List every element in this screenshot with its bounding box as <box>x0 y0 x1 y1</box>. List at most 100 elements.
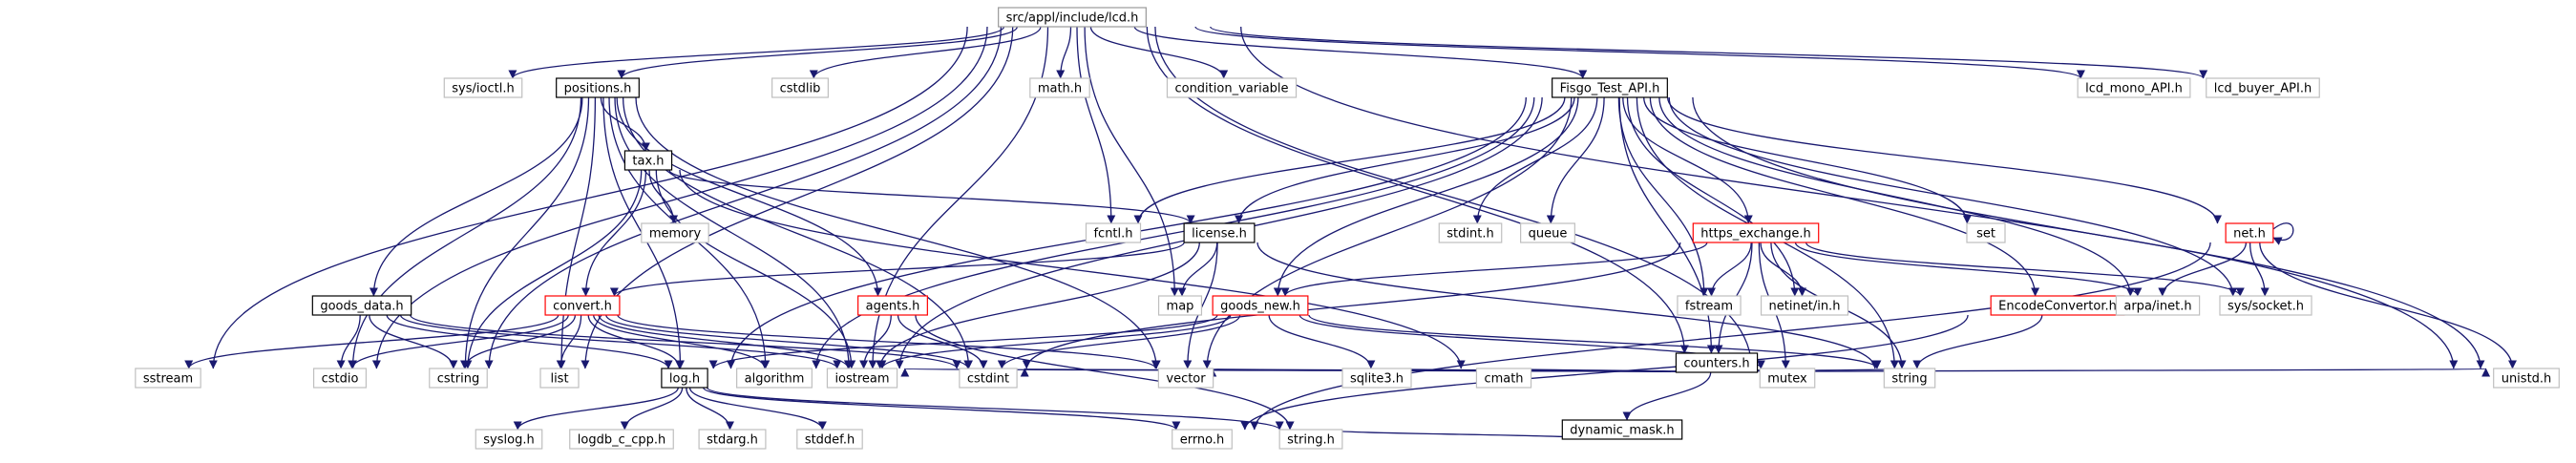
edge-tax-to-license <box>668 169 1195 224</box>
edge-log-to-errno <box>702 387 1181 431</box>
node-arpa: arpa/inet.h <box>2115 295 2201 316</box>
edge-root-to-cstdio <box>371 26 988 369</box>
node-label: algorithm <box>745 372 805 387</box>
node-box <box>1760 295 1849 316</box>
node-box <box>736 368 813 389</box>
node-https[interactable]: https_exchange.h <box>1692 222 1820 243</box>
node-log[interactable]: log.h <box>661 368 708 389</box>
node-label: dynamic_mask.h <box>1570 424 1674 438</box>
node-syslog: syslog.h <box>475 429 543 450</box>
edge-root-to-lcd-mono <box>1194 26 2085 79</box>
node-box <box>1475 368 1532 389</box>
node-label: sstream <box>143 372 193 387</box>
edge-tax-to-iostream <box>655 169 856 369</box>
node-convert[interactable]: convert.h <box>544 295 621 316</box>
node-root[interactable]: src/appl/include/lcd.h <box>998 7 1147 28</box>
node-label: Fisgo_Test_API.h <box>1560 82 1660 96</box>
node-lcd-mono: lcd_mono_API.h <box>2077 77 2191 98</box>
node-label: cstdint <box>967 372 1009 387</box>
node-counters[interactable]: counters.h <box>1675 352 1759 373</box>
node-label: condition_variable <box>1174 82 1288 96</box>
node-box <box>998 7 1147 28</box>
node-logdb: logdb_c_cpp.h <box>569 429 674 450</box>
node-encode[interactable]: EncodeConvertor.h <box>1990 295 2125 316</box>
node-box <box>1341 368 1412 389</box>
node-box <box>556 77 640 98</box>
edge-fisgo-to-https <box>1622 96 1753 224</box>
node-label: math.h <box>1038 82 1082 96</box>
node-string: string <box>1883 368 1936 389</box>
node-license[interactable]: license.h <box>1183 222 1256 243</box>
edge-root-to-positions <box>617 26 1018 79</box>
node-label: positions.h <box>564 82 632 96</box>
node-mutex: mutex <box>1759 368 1816 389</box>
node-cmath: cmath <box>1475 368 1532 389</box>
edge-goods-data-to-iostream <box>399 314 842 369</box>
edge-convert-to-cstdio <box>348 314 569 369</box>
node-agents[interactable]: agents.h <box>857 295 928 316</box>
node-goods-new[interactable]: goods_new.h <box>1212 295 1309 316</box>
edge-root-to-lcd-buyer <box>1210 26 2207 79</box>
edge-fisgo-to-queue <box>1546 96 1605 224</box>
edge-net-to-net <box>2272 222 2294 245</box>
edge-root-to-sys-ioctl <box>508 26 1005 79</box>
node-label: syslog.h <box>483 433 534 448</box>
node-label: EncodeConvertor.h <box>1998 300 2117 314</box>
node-dynamic-mask[interactable]: dynamic_mask.h <box>1561 419 1683 440</box>
node-box <box>2493 368 2560 389</box>
node-tax[interactable]: tax.h <box>623 150 673 171</box>
node-box <box>959 368 1018 389</box>
node-stdarg: stdarg.h <box>698 429 767 450</box>
node-fisgo[interactable]: Fisgo_Test_API.h <box>1552 77 1668 98</box>
node-box <box>1561 419 1683 440</box>
node-label: stdarg.h <box>707 433 758 448</box>
edge-tax-to-cmath <box>679 169 1466 369</box>
edge-convert-to-iostream <box>598 314 853 369</box>
edge-agents-to-iostream <box>859 314 892 369</box>
node-fstream: fstream <box>1677 295 1742 316</box>
edge-positions-to-iostream <box>614 96 854 369</box>
edge-fisgo-to-unistd <box>1692 96 2485 369</box>
edge-fisgo-to-fstream <box>1617 96 1709 297</box>
edge-fisgo-to-netinet <box>1626 96 1800 297</box>
edge-tax-to-convert <box>581 169 647 297</box>
edge-license-to-map <box>1177 242 1218 297</box>
node-label: cstdio <box>322 372 359 387</box>
edge-license-to-vector <box>1183 242 1218 369</box>
node-net[interactable]: net.h <box>2225 222 2274 243</box>
edge-positions-to-cstring <box>460 96 590 369</box>
node-label: queue <box>1529 227 1568 242</box>
edge-agents-to-cstdint <box>897 314 988 369</box>
edge-log-to-string-h <box>707 387 1284 431</box>
node-box <box>1157 368 1214 389</box>
edge-root-to-cstring <box>484 26 1003 369</box>
edge-license-to-convert <box>610 242 1185 297</box>
edge-positions-to-cstdio <box>348 96 582 369</box>
edge-fisgo-to-encode <box>1649 96 2040 297</box>
node-positions[interactable]: positions.h <box>556 77 640 98</box>
node-stddef: stddef.h <box>796 429 863 450</box>
node-box <box>1157 295 1203 316</box>
node-label: stddef.h <box>805 433 855 448</box>
node-box <box>1438 222 1503 243</box>
node-box <box>1675 352 1759 373</box>
node-queue: queue <box>1520 222 1575 243</box>
node-box <box>544 295 621 316</box>
node-label: fstream <box>1685 300 1733 314</box>
edge-convert-to-list <box>556 314 582 369</box>
edge-positions-to-cstdint <box>622 96 974 369</box>
edge-agents-to-string-h <box>915 314 1295 431</box>
edge-fisgo-to-stdint <box>1472 96 1598 224</box>
edge-convert-to-cstring <box>459 314 577 369</box>
node-algorithm: algorithm <box>736 368 813 389</box>
node-box <box>1692 222 1820 243</box>
node-label: lcd_buyer_API.h <box>2214 82 2312 96</box>
node-label: list <box>550 372 568 387</box>
node-label: license.h <box>1192 227 1247 242</box>
edge-convert-to-vector <box>617 314 1160 369</box>
node-box <box>1966 222 2006 243</box>
node-goods-data[interactable]: goods_data.h <box>311 295 412 316</box>
node-box <box>135 368 201 389</box>
edge-encode-to-string <box>1912 314 2043 369</box>
edge-https-to-fstream <box>1706 242 1752 297</box>
